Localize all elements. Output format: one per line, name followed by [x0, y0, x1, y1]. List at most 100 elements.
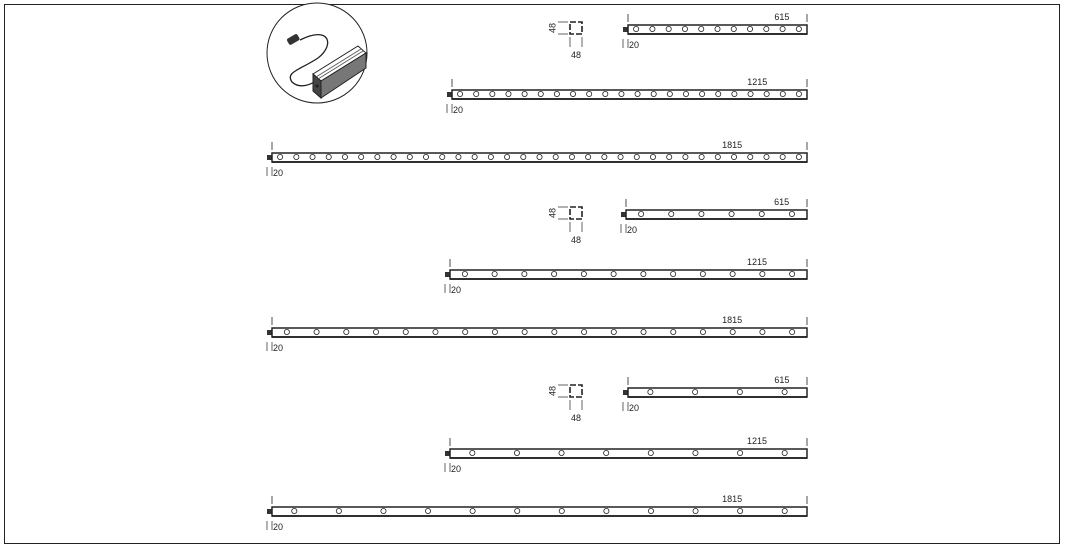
profile-height-label: 48: [547, 208, 557, 218]
bar-body: [451, 89, 808, 100]
end-connector: [623, 27, 628, 32]
led-point: [402, 328, 409, 335]
led-point: [580, 270, 587, 277]
led-point: [617, 153, 624, 160]
led-point: [681, 25, 688, 32]
led-point: [789, 270, 796, 277]
led-point: [737, 507, 744, 514]
led-point: [682, 153, 689, 160]
led-point: [374, 153, 381, 160]
offset-label: 20: [453, 105, 463, 115]
end-connector: [267, 330, 272, 335]
led-point: [763, 25, 770, 32]
led-point: [313, 328, 320, 335]
led-point: [373, 328, 380, 335]
led-point: [781, 507, 788, 514]
led-point: [341, 153, 348, 160]
led-point: [781, 449, 788, 456]
led-point: [469, 507, 476, 514]
led-point: [638, 210, 645, 217]
led-point: [343, 328, 350, 335]
led-point: [406, 153, 413, 160]
length-label: 615: [774, 12, 789, 22]
led-point: [610, 328, 617, 335]
led-point: [640, 328, 647, 335]
bar-body: [627, 387, 808, 398]
bar-body: [271, 506, 808, 517]
led-point: [513, 449, 520, 456]
led-point: [670, 328, 677, 335]
led-point: [471, 153, 478, 160]
led-point: [504, 153, 511, 160]
led-point: [553, 91, 560, 98]
bar-body: [449, 448, 808, 459]
led-point: [668, 210, 675, 217]
led-point: [729, 328, 736, 335]
led-point: [473, 91, 480, 98]
led-point: [491, 270, 498, 277]
offset-label: 20: [273, 343, 283, 353]
profile-width-label: 48: [571, 413, 581, 423]
led-point: [514, 507, 521, 514]
led-point: [649, 25, 656, 32]
led-point: [728, 210, 735, 217]
led-point: [647, 507, 654, 514]
led-point: [335, 507, 342, 514]
led-point: [795, 153, 802, 160]
led-point: [698, 153, 705, 160]
led-point: [692, 388, 699, 395]
led-point: [491, 328, 498, 335]
led-point: [520, 153, 527, 160]
profile-section: 48 48: [547, 206, 583, 245]
led-point: [666, 153, 673, 160]
led-point: [277, 153, 284, 160]
led-point: [432, 328, 439, 335]
led-point: [633, 153, 640, 160]
led-point: [439, 153, 446, 160]
led-point: [781, 388, 788, 395]
end-connector: [447, 92, 452, 97]
led-point: [521, 270, 528, 277]
profile-width-label: 48: [571, 235, 581, 245]
led-point: [487, 153, 494, 160]
led-point: [730, 25, 737, 32]
profile-square: [569, 206, 583, 220]
led-point: [789, 328, 796, 335]
led-point: [779, 25, 786, 32]
led-point: [682, 91, 689, 98]
led-point: [309, 153, 316, 160]
led-point: [699, 328, 706, 335]
led-point: [715, 91, 722, 98]
led-point: [462, 328, 469, 335]
led-point: [692, 449, 699, 456]
length-label: 1215: [747, 436, 767, 446]
led-point: [649, 153, 656, 160]
led-point: [731, 91, 738, 98]
led-point: [698, 210, 705, 217]
led-point: [505, 91, 512, 98]
led-point: [380, 507, 387, 514]
led-point: [283, 328, 290, 335]
led-point: [291, 507, 298, 514]
led-point: [736, 388, 743, 395]
led-point: [489, 91, 496, 98]
length-label: 1215: [747, 257, 767, 267]
bar-body: [271, 327, 808, 338]
led-point: [536, 153, 543, 160]
end-connector: [623, 390, 628, 395]
led-point: [729, 270, 736, 277]
length-label: 1215: [747, 77, 767, 87]
led-point: [586, 91, 593, 98]
offset-label: 20: [273, 522, 283, 531]
led-point: [747, 91, 754, 98]
led-bar-1215: 1215 20: [446, 77, 808, 115]
product-illustration: [266, 2, 368, 104]
